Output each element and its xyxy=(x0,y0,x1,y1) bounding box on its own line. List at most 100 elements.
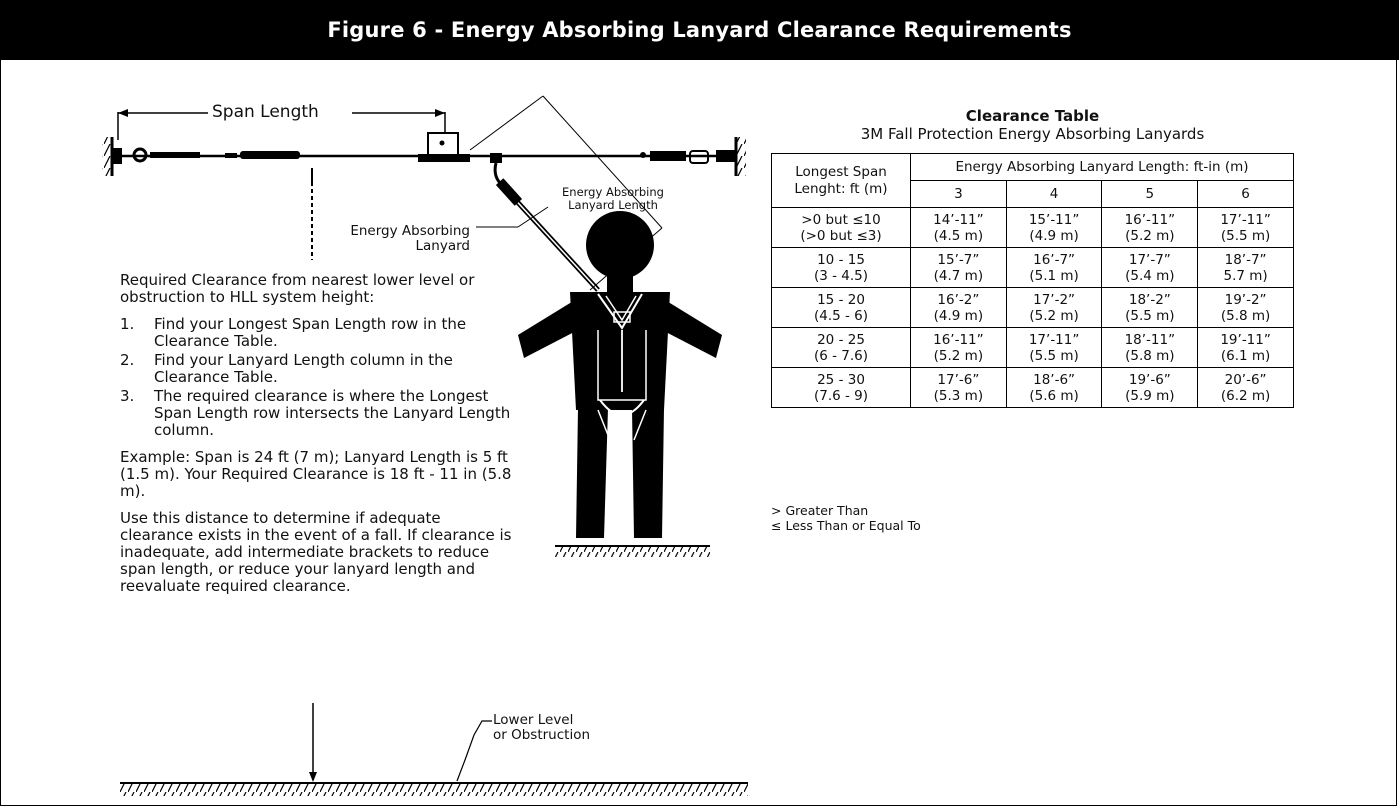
clearance-cell: 18’-6”(5.6 m) xyxy=(1005,367,1103,408)
span-line1: 15 - 20 xyxy=(817,291,865,308)
span-line2: (6 - 7.6) xyxy=(813,347,869,364)
step-number: 3. xyxy=(120,387,135,405)
clearance-m: (5.8 m) xyxy=(1125,347,1175,364)
instructions-intro: Required Clearance from nearest lower le… xyxy=(120,271,475,306)
step-number: 2. xyxy=(120,351,135,369)
worker-figure xyxy=(518,211,722,538)
clearance-table: Longest Span Lenght: ft (m) Energy Absor… xyxy=(771,153,1294,408)
clearance-ft-in: 16’-11” xyxy=(1124,211,1176,228)
row-header-line1: Longest Span xyxy=(795,163,887,180)
clearance-m: (5.8 m) xyxy=(1220,307,1271,324)
col-header: 4 xyxy=(1005,180,1103,208)
clearance-ft-in: 15’-7” xyxy=(937,251,980,268)
lower-level-leader xyxy=(456,720,492,782)
clearance-cell: 14’-11”(4.5 m) xyxy=(910,207,1007,248)
clearance-cell: 18’-11”(5.8 m) xyxy=(1101,327,1199,368)
clearance-m: 5.7 m) xyxy=(1223,267,1268,284)
step-text: Find your Longest Span Length row in the… xyxy=(154,315,467,350)
clearance-cell: 20’-6”(6.2 m) xyxy=(1197,367,1294,408)
clearance-cell: 19’-6”(5.9 m) xyxy=(1101,367,1199,408)
ea-lanyard-length-line1: Energy Absorbing xyxy=(562,185,664,199)
row-header-line2: Lenght: ft (m) xyxy=(794,180,888,197)
worker-ground xyxy=(555,545,710,557)
row-header-cell: Longest Span Lenght: ft (m) xyxy=(771,153,911,208)
clearance-cell: 16’-11”(5.2 m) xyxy=(1101,207,1199,248)
clearance-m: (4.7 m) xyxy=(933,267,984,284)
clearance-m: (6.1 m) xyxy=(1220,347,1271,364)
clearance-ft-in: 19’-11” xyxy=(1220,331,1271,348)
clearance-ft-in: 17’-2” xyxy=(1033,291,1076,308)
clearance-m: (5.2 m) xyxy=(933,347,984,364)
legend-item: ≤ Less Than or Equal To xyxy=(771,518,921,533)
clearance-m: (5.2 m) xyxy=(1029,307,1079,324)
clearance-ft-in: 15’-11” xyxy=(1028,211,1080,228)
span-line1: >0 but ≤10 xyxy=(801,211,881,228)
energy-absorbing-lanyard xyxy=(311,153,600,292)
table-row: 25 - 30(7.6 - 9)17’-6”(5.3 m)18’-6”(5.6 … xyxy=(771,367,1294,408)
clearance-cell: 15’-7”(4.7 m) xyxy=(910,247,1007,288)
ea-lanyard-line1: Energy Absorbing xyxy=(350,223,470,239)
clearance-ft-in: 18’-11” xyxy=(1124,331,1176,348)
span-cell: 20 - 25(6 - 7.6) xyxy=(771,327,911,368)
lower-level-line2: or Obstruction xyxy=(493,727,591,743)
instructions-example: Example: Span is 24 ft (7 m); Lanyard Le… xyxy=(120,448,512,500)
instructions-note: Use this distance to determine if adequa… xyxy=(120,509,512,595)
clearance-cell: 16’-2”(4.9 m) xyxy=(910,287,1007,328)
instructions: Required Clearance from nearest lower le… xyxy=(120,272,515,605)
clearance-m: (5.5 m) xyxy=(1125,307,1175,324)
clearance-ft-in: 16’-11” xyxy=(933,331,984,348)
span-line2: (>0 but ≤3) xyxy=(800,227,882,244)
clearance-m: (5.9 m) xyxy=(1125,387,1175,404)
clearance-m: (5.5 m) xyxy=(1220,227,1271,244)
span-line1: 10 - 15 xyxy=(817,251,865,268)
clearance-ft-in: 17’-11” xyxy=(1220,211,1271,228)
span-cell: 10 - 15(3 - 4.5) xyxy=(771,247,911,288)
clearance-line xyxy=(309,703,317,782)
horizontal-lifeline xyxy=(118,132,730,182)
clearance-m: (6.2 m) xyxy=(1220,387,1271,404)
clearance-ft-in: 18’-2” xyxy=(1128,291,1171,308)
col-header: 6 xyxy=(1197,180,1294,208)
clearance-cell: 17’-11”(5.5 m) xyxy=(1005,327,1103,368)
clearance-ft-in: 17’-7” xyxy=(1128,251,1171,268)
clearance-cell: 15’-11”(4.9 m) xyxy=(1005,207,1103,248)
clearance-m: (5.5 m) xyxy=(1029,347,1079,364)
clearance-cell: 19’-11”(6.1 m) xyxy=(1197,327,1294,368)
clearance-m: (5.2 m) xyxy=(1125,227,1175,244)
step-item: 2. Find your Lanyard Length column in the… xyxy=(120,352,515,386)
step-item: 1.Find your Longest Span Length row in t… xyxy=(120,316,515,350)
clearance-m: (5.1 m) xyxy=(1029,267,1079,284)
figure-title: Figure 6 - Energy Absorbing Lanyard Clea… xyxy=(0,0,1399,60)
hll-diagram xyxy=(102,95,748,796)
span-line2: (3 - 4.5) xyxy=(813,267,869,284)
clearance-ft-in: 18’-7” xyxy=(1224,251,1267,268)
clearance-cell: 16’-7”(5.1 m) xyxy=(1005,247,1103,288)
clearance-cell: 18’-2”(5.5 m) xyxy=(1101,287,1199,328)
table-legend: > Greater Than ≤ Less Than or Equal To xyxy=(771,503,921,533)
span-line1: 25 - 30 xyxy=(817,371,865,388)
lower-level-line1: Lower Level xyxy=(493,712,574,728)
clearance-cell: 17’-7”(5.4 m) xyxy=(1101,247,1199,288)
clearance-ft-in: 16’-7” xyxy=(1033,251,1076,268)
clearance-ft-in: 18’-6” xyxy=(1033,371,1076,388)
clearance-ft-in: 20’-6” xyxy=(1224,371,1267,388)
clearance-cell: 19’-2”(5.8 m) xyxy=(1197,287,1294,328)
clearance-cell: 18’-7”5.7 m) xyxy=(1197,247,1294,288)
table-subheader-row: 3 4 5 6 xyxy=(772,180,1294,208)
table-subtitle: 3M Fall Protection Energy Absorbing Lany… xyxy=(860,125,1205,143)
ea-lanyard-line2: Lanyard xyxy=(415,238,471,254)
clearance-ft-in: 14’-11” xyxy=(933,211,984,228)
table-row: >0 but ≤10(>0 but ≤3)14’-11”(4.5 m)15’-1… xyxy=(771,207,1294,248)
span-line2: (4.5 - 6) xyxy=(813,307,869,324)
clearance-ft-in: 19’-2” xyxy=(1224,291,1267,308)
clearance-m: (4.9 m) xyxy=(933,307,984,324)
lower-level-label: Lower Level or Obstruction xyxy=(493,713,590,743)
span-cell: 15 - 20(4.5 - 6) xyxy=(771,287,911,328)
step-item: 3.The required clearance is where the Lo… xyxy=(120,388,515,439)
span-line1: 20 - 25 xyxy=(817,331,865,348)
clearance-ft-in: 16’-2” xyxy=(937,291,980,308)
step-text: Find your Lanyard Length column in the C… xyxy=(154,351,453,386)
clearance-cell: 17’-6”(5.3 m) xyxy=(910,367,1007,408)
col-header: 3 xyxy=(910,180,1007,208)
ea-lanyard-length-line2: Lanyard Length xyxy=(568,198,658,212)
